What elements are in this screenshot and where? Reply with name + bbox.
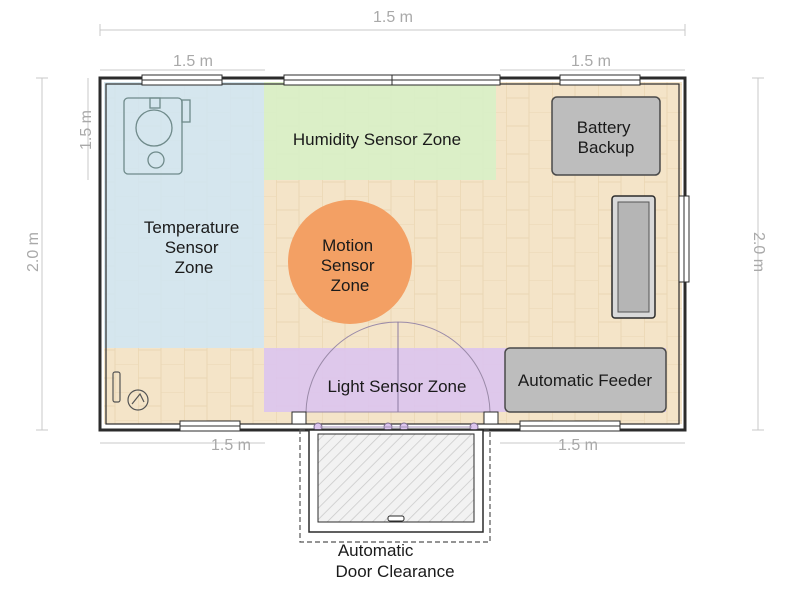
- door-clearance-hatch: [317, 433, 475, 523]
- temperature-label-line-3: Zone: [175, 258, 214, 277]
- dim-left-upper: 1.5 m: [78, 110, 95, 150]
- door-handle: [387, 515, 405, 522]
- dim-top-right: 1.5 m: [571, 53, 611, 70]
- door-swing-arc: [305, 321, 491, 413]
- door-hinges: [291, 322, 499, 425]
- battery-backup-label: Battery Backup: [577, 118, 636, 157]
- temperature-zone: [104, 82, 264, 348]
- door-label-line-1: Automatic: [338, 541, 414, 560]
- battery-label-line-1: Battery: [577, 118, 631, 137]
- dim-bottom-left: 1.5 m: [211, 437, 251, 454]
- dim-right-overall: 2.0 m: [750, 232, 767, 272]
- battery-backup-box: [551, 96, 661, 176]
- automatic-feeder-label: Automatic Feeder: [518, 371, 653, 390]
- light-zone-label: Light Sensor Zone: [328, 377, 467, 396]
- motion-label-line-1: Motion: [322, 236, 373, 255]
- door-clearance-label: Automatic Door Clearance: [335, 541, 454, 581]
- windows: [141, 74, 690, 432]
- dim-top-overall: 1.5 m: [373, 9, 413, 26]
- dimension-lines: [36, 24, 764, 444]
- dim-left-overall: 2.0 m: [25, 232, 42, 272]
- light-switch-icon: [112, 371, 149, 411]
- motion-zone: [288, 200, 412, 324]
- motion-zone-label: Motion Sensor Zone: [321, 236, 380, 295]
- automatic-feeder-box: [504, 347, 667, 413]
- humidity-zone-label: Humidity Sensor Zone: [293, 130, 461, 149]
- thermostat-icon: [123, 97, 191, 175]
- side-unit-inner: [617, 201, 650, 313]
- door-clearance-area: [299, 429, 491, 543]
- temperature-label-line-2: Sensor: [165, 238, 219, 257]
- door-label-line-2: Door Clearance: [335, 562, 454, 581]
- temperature-label-line-1: Temperature: [144, 218, 239, 237]
- dim-top-left: 1.5 m: [173, 53, 213, 70]
- humidity-zone: [264, 82, 496, 180]
- battery-label-line-2: Backup: [578, 138, 635, 157]
- motion-label-line-2: Sensor: [321, 256, 375, 275]
- dim-bottom-right: 1.5 m: [558, 437, 598, 454]
- motion-label-line-3: Zone: [331, 276, 370, 295]
- door-sensors: [313, 422, 479, 432]
- temperature-zone-label: Temperature Sensor Zone: [144, 218, 244, 277]
